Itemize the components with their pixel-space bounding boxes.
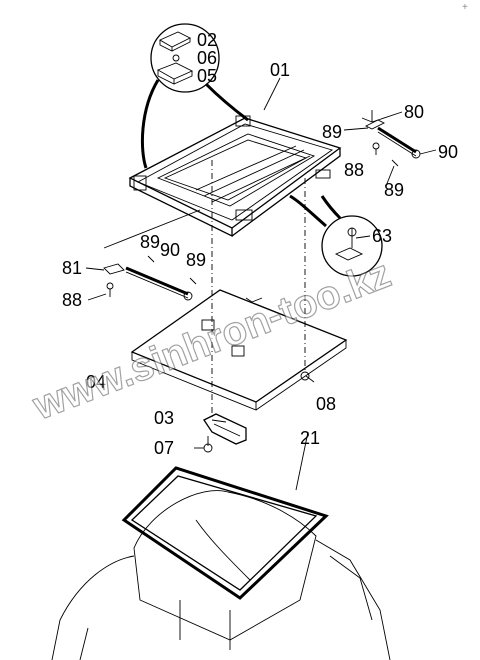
part-label-05: 05 <box>197 66 217 86</box>
gas-strut-left <box>103 209 201 301</box>
weather-seal <box>121 466 329 600</box>
part-label-89-lower: 89 <box>186 250 206 270</box>
part-label-06: 06 <box>197 48 217 68</box>
part-label-02: 02 <box>197 30 217 50</box>
part-label-07: 07 <box>154 438 174 458</box>
grab-handle <box>203 413 247 445</box>
inner-liner-plate <box>130 289 348 411</box>
part-label-01: 01 <box>270 60 290 80</box>
part-label-63: 63 <box>372 226 392 246</box>
part-label-21: 21 <box>300 428 320 448</box>
roof-hatch-assembly <box>128 115 342 238</box>
detail-callout-bracket <box>289 194 383 277</box>
part-label-90-left: 90 <box>160 240 180 260</box>
corner-mark: + <box>462 2 468 13</box>
part-label-81: 81 <box>62 258 82 278</box>
part-label-08: 08 <box>316 394 336 414</box>
part-label-04: 04 <box>86 372 106 392</box>
part-label-89-left: 89 <box>140 232 160 252</box>
bolt <box>203 436 213 453</box>
part-label-88-left: 88 <box>62 290 82 310</box>
leader-lines <box>85 77 437 491</box>
detail-callout-latch <box>140 23 249 169</box>
part-label-88-right: 88 <box>344 160 364 180</box>
cab-roof-outline <box>51 490 391 660</box>
part-label-89-right: 89 <box>384 180 404 200</box>
part-label-03: 03 <box>154 408 174 428</box>
part-label-90-right: 90 <box>438 142 458 162</box>
part-label-80: 80 <box>404 102 424 122</box>
part-label-89-top: 89 <box>322 122 342 142</box>
